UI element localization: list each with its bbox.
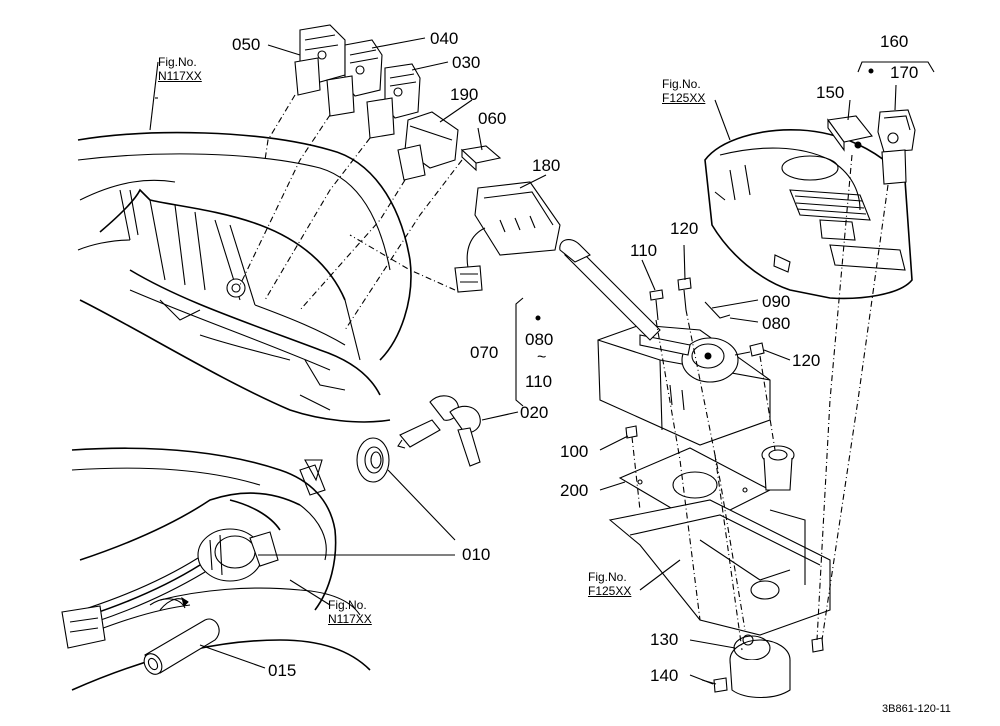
frame-bracket — [608, 499, 831, 636]
lever-070 — [559, 239, 661, 341]
part-label-080-right: 080 — [762, 314, 791, 333]
group-dot-160 — [868, 68, 874, 74]
combination-switch-070 — [597, 324, 771, 446]
part-label-200: 200 — [560, 481, 589, 500]
switch-130 — [729, 634, 791, 698]
fig-ref-code: N117XX — [328, 612, 372, 626]
part-label-040: 040 — [430, 29, 459, 48]
dashboard-panel-upper — [77, 131, 412, 423]
drawing-number: 3B861-120-11 — [882, 703, 951, 715]
dashboard-panel-lower — [71, 447, 371, 691]
steering-cover — [704, 128, 913, 300]
group-bracket-160 — [857, 61, 935, 73]
range-dot-070 — [535, 315, 541, 321]
part-label-110-upper: 110 — [630, 241, 658, 260]
key-020 — [397, 395, 481, 467]
screw-140 — [701, 677, 728, 693]
fig-ref-label: Fig.No. — [158, 55, 197, 69]
switch-050 — [294, 24, 346, 96]
part-label-160: 160 — [880, 32, 909, 51]
part-label-180: 180 — [532, 156, 561, 175]
part-label-060: 060 — [478, 109, 507, 128]
part-label-190: 190 — [450, 85, 479, 104]
fig-ref-label: Fig.No. — [662, 77, 701, 91]
part-label-015: 015 — [268, 661, 297, 680]
leaders-010 — [199, 469, 456, 669]
fig-ref-lower-left: Fig.No. N117XX — [328, 598, 372, 626]
range-separator: ~ — [537, 349, 547, 366]
bushing-010-nut — [356, 437, 390, 483]
socket-right — [761, 445, 795, 491]
part-label-050: 050 — [232, 35, 261, 54]
part-label-120-upper: 120 — [670, 219, 699, 238]
part-label-120-lower: 120 — [792, 351, 821, 370]
fig-ref-code: F125XX — [588, 584, 632, 598]
assembly-leaders-top — [239, 94, 463, 331]
part-label-140: 140 — [650, 666, 679, 685]
switch-170 — [877, 109, 916, 185]
assembly-leaders-right — [631, 154, 889, 651]
part-label-100: 100 — [560, 442, 589, 461]
fig-ref-label: Fig.No. — [588, 570, 627, 584]
pipe-015 — [143, 618, 220, 675]
fig-ref-code: F125XX — [662, 91, 706, 105]
range-bracket-070 — [515, 297, 524, 407]
part-label-090: 090 — [762, 292, 791, 311]
part-label-010: 010 — [462, 545, 491, 564]
part-label-080-range: 080 — [525, 330, 554, 349]
fig-ref-upper-left: Fig.No. N117XX — [158, 55, 202, 83]
label-leaders — [149, 37, 897, 685]
part-label-070: 070 — [470, 343, 499, 362]
part-label-030: 030 — [452, 53, 481, 72]
key-switch-010 — [61, 528, 279, 649]
switch-040 — [326, 39, 383, 117]
switch-030 — [366, 63, 421, 139]
part-label-110-range: 110 — [525, 372, 553, 391]
cover-060 — [460, 145, 502, 172]
fig-ref-upper-right: Fig.No. F125XX — [662, 77, 705, 105]
socket-190 — [397, 111, 459, 181]
meter-180 — [454, 181, 561, 293]
cover-150 — [827, 115, 873, 152]
part-label-130: 130 — [650, 630, 679, 649]
part-label-170: 170 — [890, 63, 919, 82]
fig-ref-code: N117XX — [158, 69, 202, 83]
rotation-arrow-head — [181, 596, 189, 607]
screw-lower-right — [811, 637, 824, 653]
part-label-020: 020 — [520, 403, 549, 422]
fig-ref-lower-middle: Fig.No. F125XX — [588, 570, 631, 598]
fig-ref-label: Fig.No. — [328, 598, 367, 612]
screws-upper — [625, 277, 765, 439]
part-label-150: 150 — [816, 83, 845, 102]
